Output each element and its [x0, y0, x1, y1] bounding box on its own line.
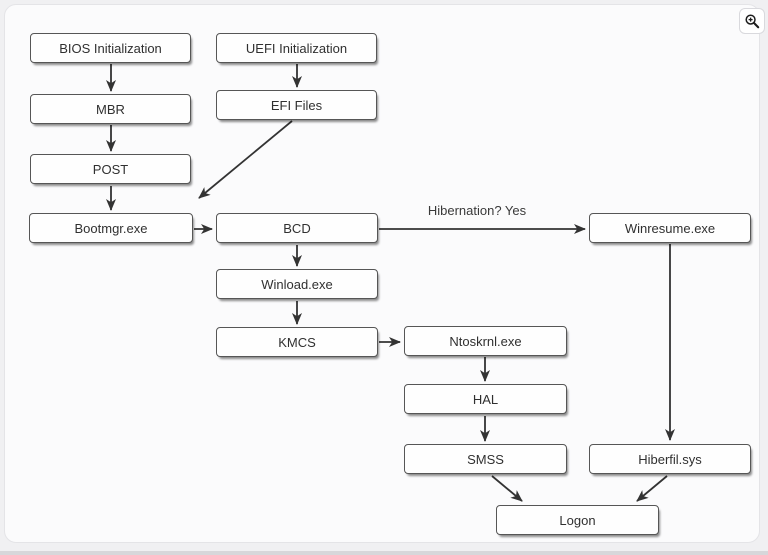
magnifier-plus-icon	[744, 13, 760, 29]
node-ntoskrnl-exe: Ntoskrnl.exe	[404, 326, 567, 356]
node-efi-files: EFI Files	[216, 90, 377, 120]
edge-efi-bootmgr	[198, 120, 293, 199]
diagram-panel: BIOS Initialization UEFI Initialization …	[4, 4, 760, 543]
node-uefi-initialization: UEFI Initialization	[216, 33, 377, 63]
node-smss: SMSS	[404, 444, 567, 474]
edge-hiberfil-logon	[636, 475, 668, 502]
edge-smss-logon	[491, 475, 523, 502]
node-bootmgr-exe: Bootmgr.exe	[29, 213, 193, 243]
node-winload-exe: Winload.exe	[216, 269, 378, 299]
node-post: POST	[30, 154, 191, 184]
node-winresume-exe: Winresume.exe	[589, 213, 751, 243]
bottom-edge-bar	[0, 551, 768, 555]
node-bios-initialization: BIOS Initialization	[30, 33, 191, 63]
node-hiberfil-sys: Hiberfil.sys	[589, 444, 751, 474]
node-bcd: BCD	[216, 213, 378, 243]
edge-label-hibernation-yes: Hibernation? Yes	[427, 203, 527, 218]
node-logon: Logon	[496, 505, 659, 535]
node-mbr: MBR	[30, 94, 191, 124]
node-hal: HAL	[404, 384, 567, 414]
zoom-in-button[interactable]	[739, 8, 765, 34]
node-kmcs: KMCS	[216, 327, 378, 357]
